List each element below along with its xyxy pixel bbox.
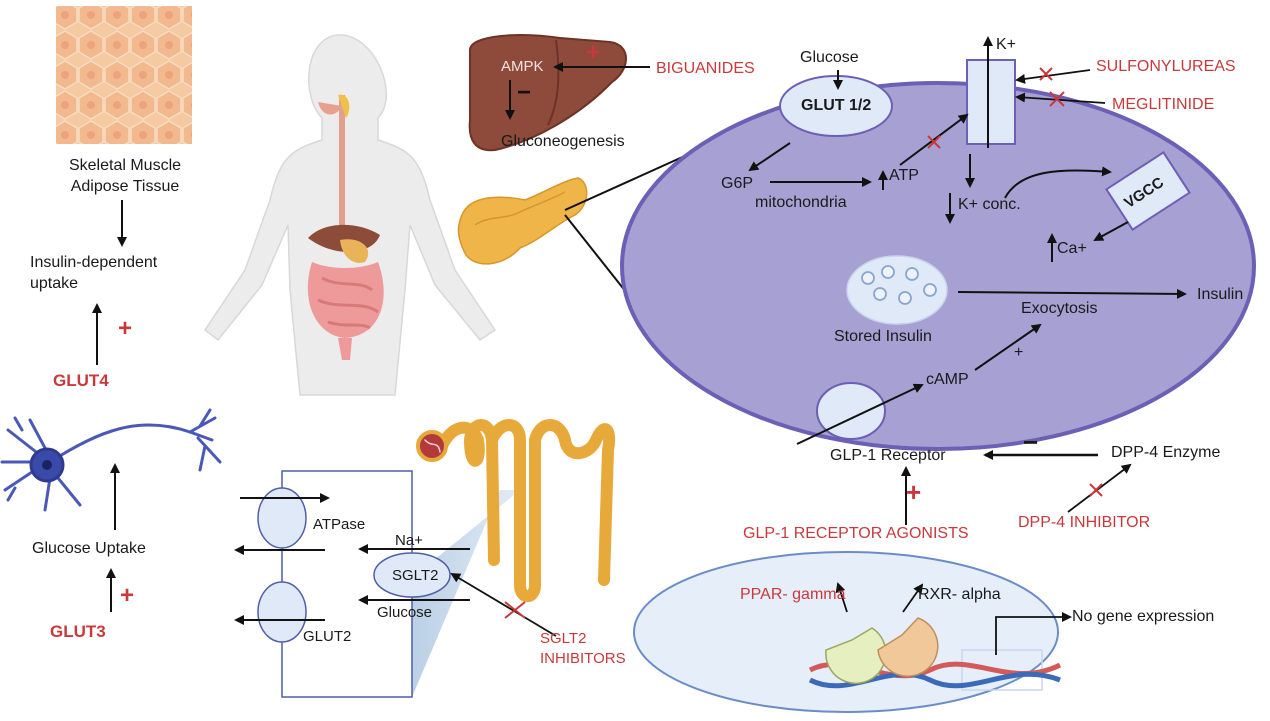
dpp4-inhibitor-label: DPP-4 INHIBITOR xyxy=(1018,514,1151,531)
glp1-receptor-label: GLP-1 Receptor xyxy=(830,447,946,464)
sulfonylureas-label: SULFONYLUREAS xyxy=(1096,58,1236,75)
camp-label: cAMP xyxy=(926,371,969,388)
muscle-tissue-image xyxy=(56,6,192,144)
rxr-alpha-receptor xyxy=(877,617,939,677)
glut2-transporter xyxy=(257,581,307,643)
ampk-label: AMPK xyxy=(501,58,544,75)
arrow-kconc-vgcc xyxy=(1004,166,1112,199)
liver-organ xyxy=(468,34,627,152)
ca-label: Ca+ xyxy=(1057,240,1087,257)
na-label: Na+ xyxy=(395,532,423,549)
arrow-sglt2-inhibitor xyxy=(450,572,557,637)
glut12-transporter xyxy=(779,75,893,137)
ppar-gamma-label: PPAR- gamma xyxy=(740,586,846,603)
sglt2-inhibitors-label: SGLT2 INHIBITORS xyxy=(540,630,626,667)
arrow-insulin-release xyxy=(957,288,1187,299)
k-plus-label: K+ xyxy=(996,36,1017,53)
rxr-alpha-label: RXR- alpha xyxy=(918,586,1001,603)
meglitinide-label: MEGLITINIDE xyxy=(1112,96,1215,113)
plus-glut3: + xyxy=(120,582,135,609)
plus-glut4: + xyxy=(118,315,133,342)
block-atp xyxy=(927,135,941,149)
ppar-gamma-receptor xyxy=(825,627,887,685)
block-meglitinide xyxy=(1049,91,1065,107)
block-sulfonylureas xyxy=(1039,67,1053,81)
vgcc-channel xyxy=(1105,150,1191,232)
liver-minus: − xyxy=(517,79,532,106)
atp-label: ATP xyxy=(889,167,919,184)
gluconeogenesis-label: Gluconeogenesis xyxy=(501,133,625,150)
glut2-label: GLUT2 xyxy=(303,628,352,645)
block-dpp4 xyxy=(1089,483,1103,497)
no-gene-expression-label: No gene expression xyxy=(1072,608,1215,625)
k-conc-label: K+ conc. xyxy=(958,196,1021,213)
atpase-pump xyxy=(257,487,307,549)
arrow-atp-channel xyxy=(899,113,969,166)
mitochondria-label: mitochondria xyxy=(755,194,847,211)
arrow-inhibitor-dpp4 xyxy=(1067,463,1132,513)
human-body-figure xyxy=(203,34,497,396)
glp1-agonists-label: GLP-1 RECEPTOR AGONISTS xyxy=(743,525,969,542)
glut3-label: GLUT3 xyxy=(50,622,106,641)
beta-cell xyxy=(620,81,1256,451)
arrow-gene-expression xyxy=(995,612,1072,655)
atpase-label: ATPase xyxy=(313,516,366,533)
g6p-label: G6P xyxy=(721,175,754,192)
exocytosis-label: Exocytosis xyxy=(1021,300,1098,317)
glucose-label: Glucose xyxy=(800,49,859,66)
neuron-icon xyxy=(0,408,222,512)
stored-insulin-label: Stored Insulin xyxy=(834,328,932,345)
arrow-meglitinide xyxy=(1015,92,1106,104)
sglt2-transporter xyxy=(373,552,451,598)
arrow-to-g6p xyxy=(748,142,791,172)
glut12-label: GLUT 1/2 xyxy=(801,97,872,114)
arrow-receptor-camp xyxy=(796,383,924,445)
insulin-dependent-label: Insulin-dependent uptake xyxy=(30,254,158,292)
kidney-glucose-label: Glucose xyxy=(377,604,433,621)
arrow-vgcc-ca xyxy=(1093,221,1129,241)
muscle-label: Skeletal Muscle Adipose Tissue xyxy=(68,157,182,195)
liver-plus: + xyxy=(586,39,601,66)
arrow-sulfonylureas xyxy=(1015,69,1091,84)
block-sglt2 xyxy=(504,601,526,619)
camp-plus: + xyxy=(1014,344,1024,361)
nephron-icon xyxy=(416,419,616,603)
katp-channel xyxy=(966,59,1016,145)
insulin-label: Insulin xyxy=(1197,286,1244,303)
glp1-receptor xyxy=(816,382,886,440)
arrow-ppar xyxy=(835,582,848,613)
arrow-rxr xyxy=(902,583,924,613)
dpp4-minus: − xyxy=(1023,427,1039,457)
dpp4-enzyme-label: DPP-4 Enzyme xyxy=(1111,444,1221,461)
sglt2-label: SGLT2 xyxy=(392,567,439,584)
pancreas-organ xyxy=(457,177,588,265)
nucleus xyxy=(633,551,1059,713)
glucose-uptake-label: Glucose Uptake xyxy=(32,540,146,557)
arrow-camp-exocytosis xyxy=(974,323,1042,371)
glut4-label: GLUT4 xyxy=(53,371,109,390)
agonist-plus: + xyxy=(906,477,922,507)
biguanides-label: BIGUANIDES xyxy=(656,60,755,77)
